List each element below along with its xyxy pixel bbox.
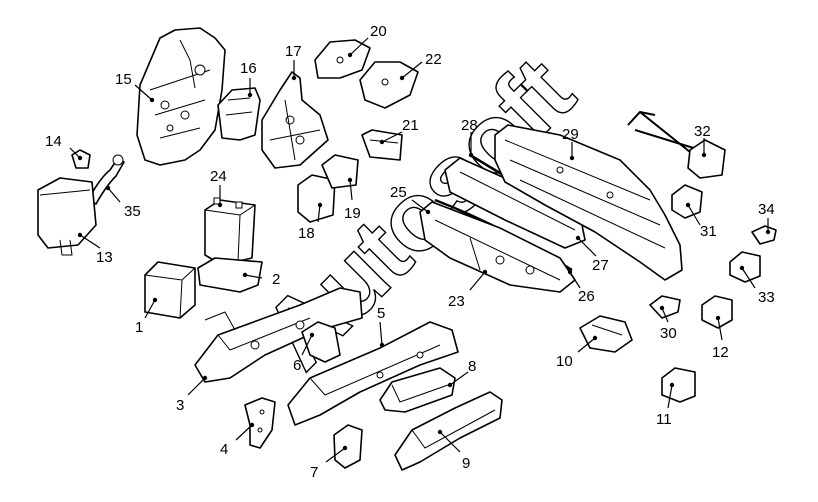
callout-14: 14	[45, 133, 62, 150]
leader-lines	[69, 37, 771, 463]
callout-28: 28	[461, 117, 478, 134]
part-8-reinforcement	[379, 367, 456, 413]
callout-4: 4	[220, 441, 228, 458]
part-30-pad	[649, 295, 681, 319]
callout-13: 13	[96, 249, 113, 266]
callout-27: 27	[592, 257, 609, 274]
part-17-pillar-reinforcement	[261, 71, 329, 169]
callout-22: 22	[425, 51, 442, 68]
callout-24: 24	[210, 168, 227, 185]
part-29-bulkhead	[494, 124, 683, 281]
callout-11: 11	[656, 411, 672, 428]
part-3-front-rail	[194, 287, 363, 383]
part-9-rail-section	[394, 391, 503, 471]
part-10-module	[579, 315, 633, 353]
part-16-bracket	[217, 87, 261, 141]
part-6-bracket	[301, 321, 341, 363]
callout-32: 32	[694, 123, 711, 140]
callout-3: 3	[176, 397, 184, 414]
callout-labels: 1 2 3 4 5 6 7 8 9 10 11 12 13 14 15 16 1…	[45, 23, 775, 481]
part-31-motor	[671, 184, 703, 219]
callout-29: 29	[562, 126, 579, 143]
part-15-wheelhouse-panel	[136, 27, 226, 166]
callout-1: 1	[135, 319, 143, 336]
part-22-bracket	[359, 61, 419, 109]
callout-21: 21	[402, 117, 419, 134]
callout-15: 15	[115, 71, 132, 88]
callout-35: 35	[124, 203, 141, 220]
callout-19: 19	[344, 205, 361, 222]
part-11-bracket	[661, 367, 696, 403]
part-18-block	[297, 174, 336, 223]
callout-30: 30	[660, 325, 677, 342]
callout-25: 25	[390, 184, 407, 201]
callout-33: 33	[758, 289, 775, 306]
part-33-mount	[729, 251, 761, 283]
callout-18: 18	[298, 225, 315, 242]
part-24-battery	[204, 197, 256, 266]
part-27-panel	[444, 157, 586, 249]
part-32-wiper-linkage	[627, 110, 726, 179]
part-35-hose	[87, 154, 125, 205]
part-5-longitudinal-member	[287, 321, 459, 426]
callout-12: 12	[712, 344, 729, 361]
part-23-cowl-panel	[419, 201, 576, 293]
callout-20: 20	[370, 23, 387, 40]
part-12-bracket	[701, 295, 733, 329]
callout-16: 16	[240, 60, 257, 77]
part-7-bracket	[333, 424, 363, 469]
callout-17: 17	[285, 43, 302, 60]
callout-5: 5	[377, 305, 385, 322]
callout-10: 10	[556, 353, 573, 370]
callout-23: 23	[448, 293, 465, 310]
part-13-reservoir	[37, 177, 97, 256]
callout-2: 2	[272, 271, 280, 288]
callout-26: 26	[578, 288, 595, 305]
part-2-battery-tray	[197, 257, 263, 293]
callout-7: 7	[310, 464, 318, 481]
part-1-battery-box	[144, 261, 196, 319]
part-20-bracket	[314, 39, 371, 79]
callout-9: 9	[462, 455, 470, 472]
part-4-bracket	[244, 397, 276, 449]
callout-8: 8	[468, 358, 476, 375]
callout-31: 31	[700, 223, 717, 240]
callout-34: 34	[758, 201, 775, 218]
callout-6: 6	[293, 357, 301, 374]
part-34-clip	[751, 225, 777, 245]
